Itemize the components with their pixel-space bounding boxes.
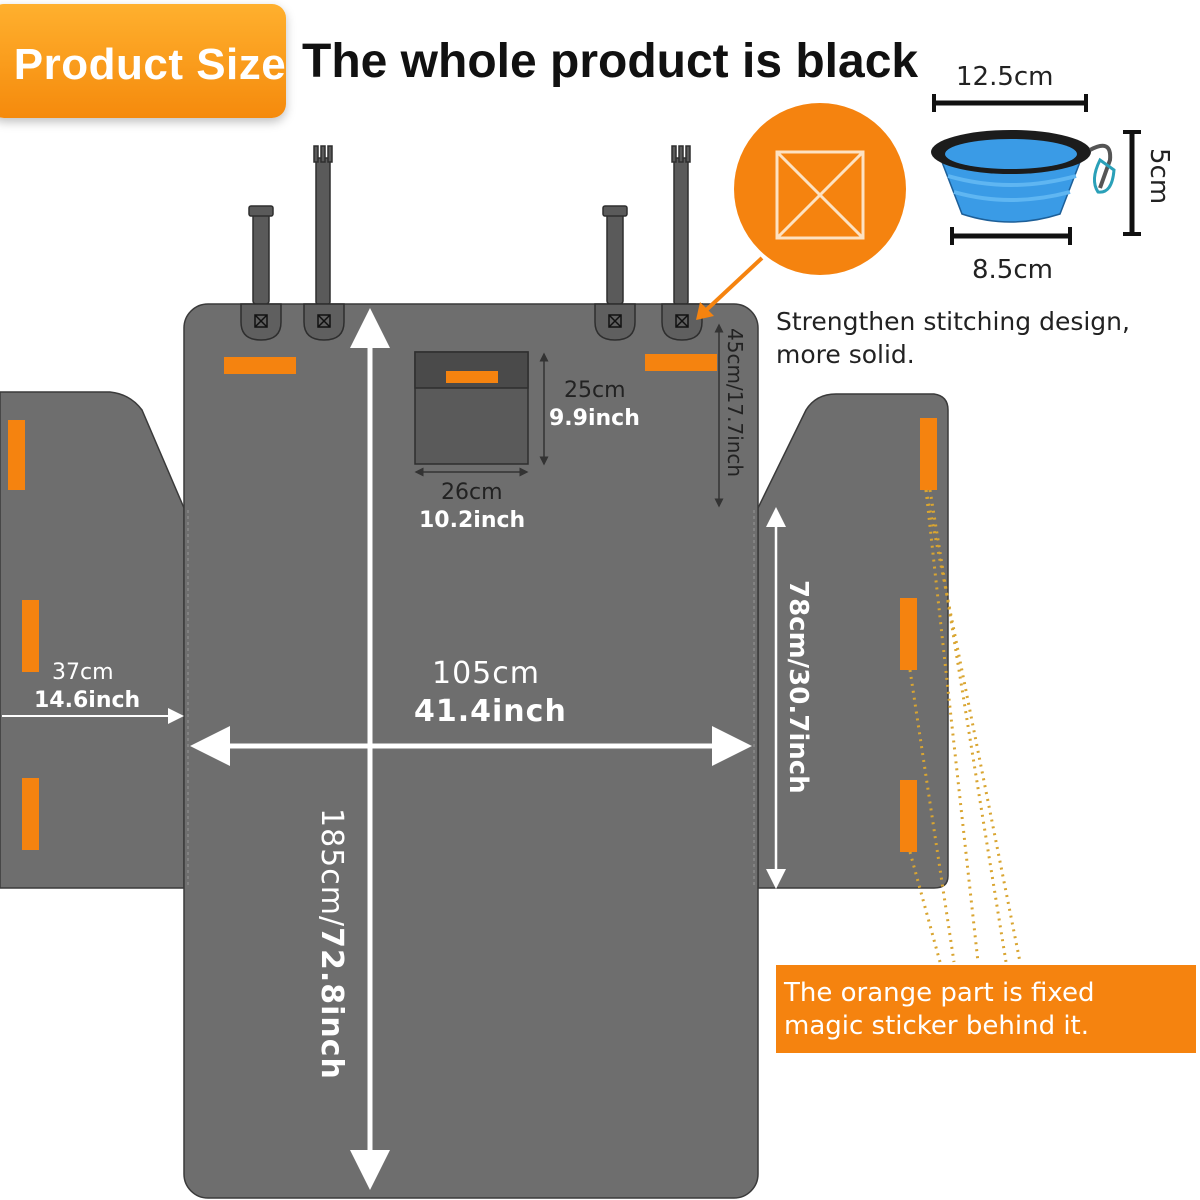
velcro-note-line1: The orange part is fixed [784,978,1095,1008]
badge-label: Product Size [13,40,287,89]
product-size-badge [0,4,286,118]
side-flap-width-inch: 14.6inch [34,688,141,713]
collapsible-bowl [931,94,1141,245]
pocket-height-inch: 9.9inch [549,406,640,431]
side-flap-width-cm: 37cm [52,660,114,685]
velcro-patches [8,354,937,852]
pocket-height-cm: 25cm [564,378,626,403]
total-width-cm: 105cm [432,656,540,691]
total-width-inch: 41.4inch [414,694,567,729]
total-length: 185cm/72.8inch [314,808,349,1080]
page-title: The whole product is black [302,35,919,88]
velcro-note-line2: magic sticker behind it. [784,1011,1090,1041]
stitching-note-line1: Strengthen stitching design, [776,307,1130,336]
bowl-bottom-width: 8.5cm [972,255,1053,285]
velcro-note-box [776,965,1196,1053]
bowl-height: 5cm [1144,148,1174,205]
total-length-inch: 72.8inch [314,927,349,1080]
headrest-straps [248,145,691,305]
pocket-width-cm: 26cm [441,480,503,505]
headrest-section-length: 45cm/17.7inch [723,328,747,478]
side-flap-length: 78cm/30.7inch [783,580,813,794]
stitching-note-line2: more solid. [776,340,915,369]
velcro-leader-lines [908,489,1022,963]
pocket-width-inch: 10.2inch [419,508,526,533]
stitching-zoom-callout [696,103,906,320]
bowl-top-width: 12.5cm [956,62,1054,92]
storage-pocket [414,351,529,465]
total-length-cm: 185cm/ [314,808,349,928]
